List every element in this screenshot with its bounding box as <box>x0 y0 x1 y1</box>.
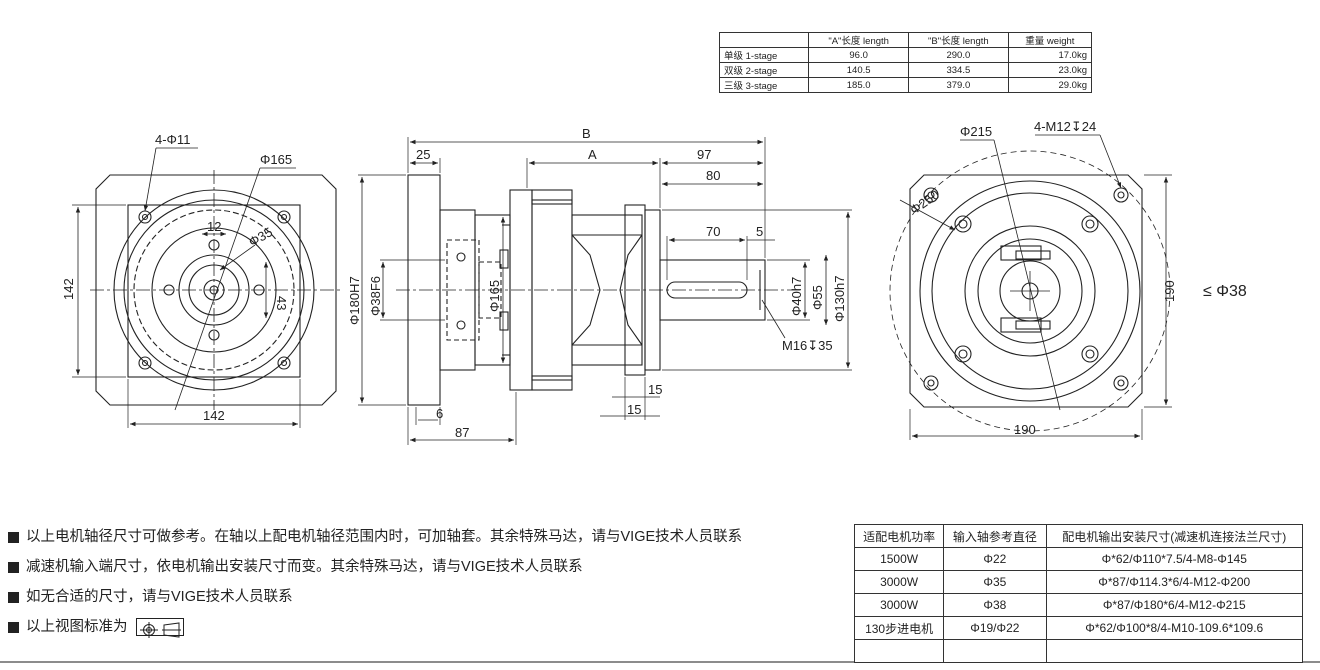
power-cell: 1500W <box>853 547 945 571</box>
dim-70-label: 70 <box>706 224 720 239</box>
shaft-cell <box>943 639 1047 663</box>
dim-15a-label: 15 <box>648 382 662 397</box>
dim-6-label: 6 <box>436 406 443 421</box>
m12-label: 4-M12↧24 <box>1034 119 1096 134</box>
spec-header-cell: "A"长度 length <box>808 32 909 48</box>
shaft-cell: Φ22 <box>943 547 1047 571</box>
shaft-cell: Φ38 <box>943 593 1047 617</box>
phi165-side-label: Φ165 <box>487 280 502 312</box>
shaft-cell: Φ35 <box>943 570 1047 594</box>
weight-cell: 29.0kg <box>1007 77 1093 93</box>
note-item: 如无合适的尺寸，请与VIGE技术人员联系 <box>8 582 742 612</box>
stage-cell: 双级 2-stage <box>718 62 810 78</box>
dim-b-label: B <box>582 126 591 141</box>
dim-43-label: 43 <box>274 296 289 310</box>
b-length-cell: 290.0 <box>908 47 1009 63</box>
motor-header-cell: 配电机输出安装尺寸(减速机连接法兰尺寸) <box>1045 524 1304 548</box>
dim-a-label: A <box>588 147 597 162</box>
flange-cell: Φ*62/Φ110*7.5/4-M8-Φ145 <box>1045 547 1304 571</box>
a-length-cell: 96.0 <box>808 47 909 63</box>
dim-25-label: 25 <box>416 147 430 162</box>
dim-190v-label: 190 <box>1162 280 1177 302</box>
note-text: 减速机输入端尺寸，依电机输出安装尺寸而变。其余特殊马达，请与VIGE技术人员联系 <box>26 559 583 575</box>
phi130-label: Φ130h7 <box>832 275 847 322</box>
flange-cell: Φ*87/Φ180*6/4-M12-Φ215 <box>1045 593 1304 617</box>
table-row: 1500W Φ22 Φ*62/Φ110*7.5/4-M8-Φ145 <box>853 547 1304 571</box>
bullet-square-icon <box>8 561 19 573</box>
table-row: 单级 1-stage 96.0 290.0 17.0kg <box>718 47 1093 63</box>
weight-cell: 17.0kg <box>1007 47 1093 63</box>
m16-label: M16↧35 <box>782 338 833 353</box>
bullet-square-icon <box>8 531 19 543</box>
table-row: 3000W Φ35 Φ*87/Φ114.3*6/4-M12-Φ200 <box>853 570 1304 594</box>
b-length-cell: 334.5 <box>908 62 1009 78</box>
shaft-cell: Φ19/Φ22 <box>943 616 1047 640</box>
note-item: 以上电机轴径尺寸可做参考。在轴以上配电机轴径范围内时，可加轴套。其余特殊马达，请… <box>8 522 742 552</box>
shaft-max-label: ≤ Φ38 <box>1203 283 1247 300</box>
motor-table-header: 适配电机功率 输入轴参考直径 配电机输出安装尺寸(减速机连接法兰尺寸) <box>853 524 1304 548</box>
dim-80-label: 80 <box>706 168 720 183</box>
spec-table: "A"长度 length "B"长度 length 重量 weight 单级 1… <box>718 32 1093 93</box>
weight-cell: 23.0kg <box>1007 62 1093 78</box>
motor-header-cell: 输入轴参考直径 <box>943 524 1047 548</box>
note-text: 如无合适的尺寸，请与VIGE技术人员联系 <box>26 589 293 605</box>
width-v-label: 142 <box>61 278 76 300</box>
right-view <box>889 134 1172 440</box>
table-row: 三级 3-stage 185.0 379.0 29.0kg <box>718 77 1093 93</box>
power-cell: 3000W <box>853 593 945 617</box>
phi180-label: Φ180H7 <box>347 276 362 325</box>
note-text: 以上视图标准为 <box>26 619 128 635</box>
flange-cell: Φ*62/Φ100*8/4-M10-109.6*109.6 <box>1045 616 1304 640</box>
notes-list: 以上电机轴径尺寸可做参考。在轴以上配电机轴径范围内时，可加轴套。其余特殊马达，请… <box>8 522 742 642</box>
flange-cell: Φ*87/Φ114.3*6/4-M12-Φ200 <box>1045 570 1304 594</box>
spec-table-header: "A"长度 length "B"长度 length 重量 weight <box>718 32 1093 48</box>
power-cell: 130步进电机 <box>853 616 945 640</box>
bullet-square-icon <box>8 621 19 633</box>
note-item: 减速机输入端尺寸，依电机输出安装尺寸而变。其余特殊马达，请与VIGE技术人员联系 <box>8 552 742 582</box>
phi38-label: Φ38F6 <box>368 276 383 316</box>
dim-12-label: 12 <box>207 219 221 234</box>
pcd-label: Φ165 <box>260 152 292 167</box>
power-cell <box>853 639 945 663</box>
stage-cell: 三级 3-stage <box>718 77 810 93</box>
table-row: 3000W Φ38 Φ*87/Φ180*6/4-M12-Φ215 <box>853 593 1304 617</box>
motor-header-cell: 适配电机功率 <box>853 524 945 548</box>
dim-87-label: 87 <box>455 425 469 440</box>
table-row: 130步进电机 Φ19/Φ22 Φ*62/Φ100*8/4-M10-109.6*… <box>853 616 1304 640</box>
note-text: 以上电机轴径尺寸可做参考。在轴以上配电机轴径范围内时，可加轴套。其余特殊马达，请… <box>26 529 743 545</box>
dim-190h-label: 190 <box>1014 422 1036 437</box>
phi40-label: Φ40h7 <box>789 277 804 316</box>
spec-header-cell: 重量 weight <box>1007 32 1093 48</box>
dim-5-label: 5 <box>756 224 763 239</box>
b-length-cell: 379.0 <box>908 77 1009 93</box>
holes-label: 4-Φ11 <box>155 132 190 147</box>
width-h-label: 142 <box>203 408 225 423</box>
phi215-label: Φ215 <box>960 124 992 139</box>
table-row: 双级 2-stage 140.5 334.5 23.0kg <box>718 62 1093 78</box>
projection-symbol-icon <box>135 618 184 638</box>
spec-header-cell <box>718 32 810 48</box>
phi55-label: Φ55 <box>810 285 825 310</box>
motor-table: 适配电机功率 输入轴参考直径 配电机输出安装尺寸(减速机连接法兰尺寸) 1500… <box>853 524 1304 663</box>
bullet-square-icon <box>8 591 19 603</box>
spec-header-cell: "B"长度 length <box>908 32 1009 48</box>
a-length-cell: 140.5 <box>808 62 909 78</box>
bore-label: Φ35 <box>246 224 275 249</box>
dim-97-label: 97 <box>697 147 711 162</box>
dimension-labels: 4-Φ11 Φ165 Φ35 12 43 142 142 B A 97 80 2… <box>61 119 1247 440</box>
flange-cell <box>1045 639 1304 663</box>
note-item: 以上视图标准为 <box>8 612 742 642</box>
stage-cell: 单级 1-stage <box>718 47 810 63</box>
table-row <box>853 639 1304 663</box>
power-cell: 3000W <box>853 570 945 594</box>
a-length-cell: 185.0 <box>808 77 909 93</box>
dim-15b-label: 15 <box>627 402 641 417</box>
left-view <box>72 147 340 428</box>
side-view <box>358 137 852 445</box>
